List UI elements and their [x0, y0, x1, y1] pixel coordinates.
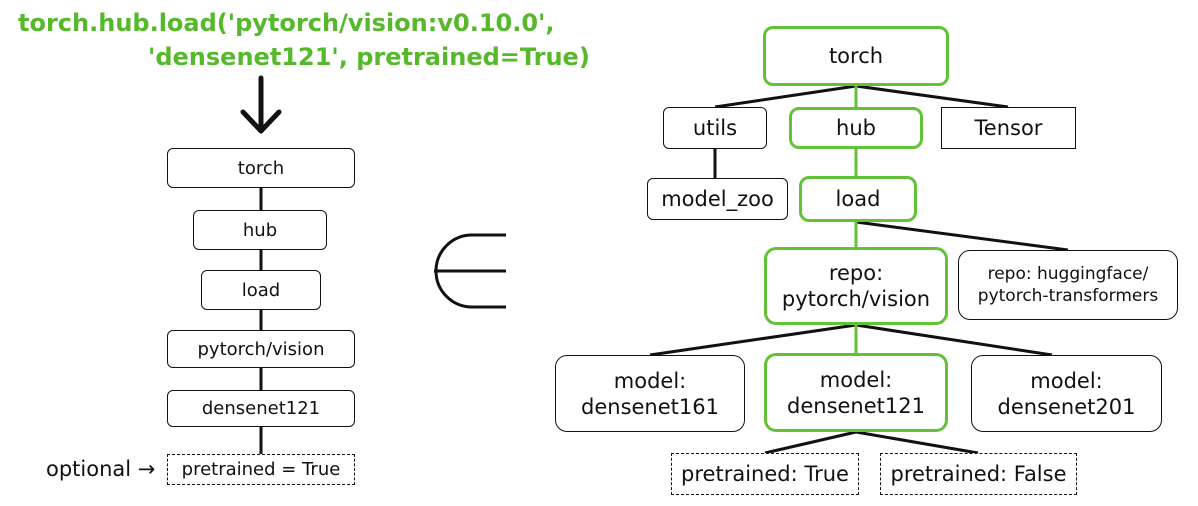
tree-node-utils: utils — [663, 107, 767, 149]
tree-node-model-densenet161: model: densenet161 — [555, 355, 745, 432]
element-of-icon — [434, 233, 506, 309]
left-node-model: densenet121 — [167, 390, 355, 427]
tree-link-load-repohf — [855, 220, 1069, 252]
down-arrow-icon — [240, 75, 282, 134]
left-node-hub: hub — [193, 210, 327, 250]
tree-node-tensor: Tensor — [941, 107, 1076, 149]
left-node-pretrained: pretrained = True — [167, 454, 355, 485]
tree-node-pretrained-true: pretrained: True — [671, 453, 859, 495]
tree-link-model-false — [855, 430, 979, 455]
code-line-1: torch.hub.load('pytorch/vision:v0.10.0', — [18, 9, 555, 37]
tree-link-model-true — [764, 430, 857, 455]
tree-node-model-densenet201: model: densenet201 — [971, 355, 1162, 432]
tree-node-model-zoo: model_zoo — [647, 178, 788, 220]
left-node-torch: torch — [167, 148, 355, 188]
tree-node-pretrained-false: pretrained: False — [880, 453, 1077, 495]
tree-node-repo-huggingface: repo: huggingface/ pytorch-transformers — [958, 250, 1178, 320]
tree-link-torch-tensor — [855, 84, 1009, 109]
tree-link-torch-utils — [714, 84, 857, 109]
optional-label: optional → — [46, 457, 156, 481]
tree-node-model-densenet121: model: densenet121 — [764, 353, 948, 432]
tree-link-repo-model201 — [855, 323, 1053, 357]
tree-node-torch: torch — [763, 26, 949, 86]
tree-node-hub: hub — [789, 107, 923, 149]
left-node-load: load — [201, 270, 321, 310]
tree-link-repo-model161 — [649, 323, 857, 357]
left-node-repo: pytorch/vision — [167, 330, 355, 368]
code-line-2: 'densenet121', pretrained=True) — [148, 43, 590, 71]
tree-node-load: load — [799, 176, 917, 222]
tree-node-repo-vision: repo: pytorch/vision — [764, 247, 948, 325]
